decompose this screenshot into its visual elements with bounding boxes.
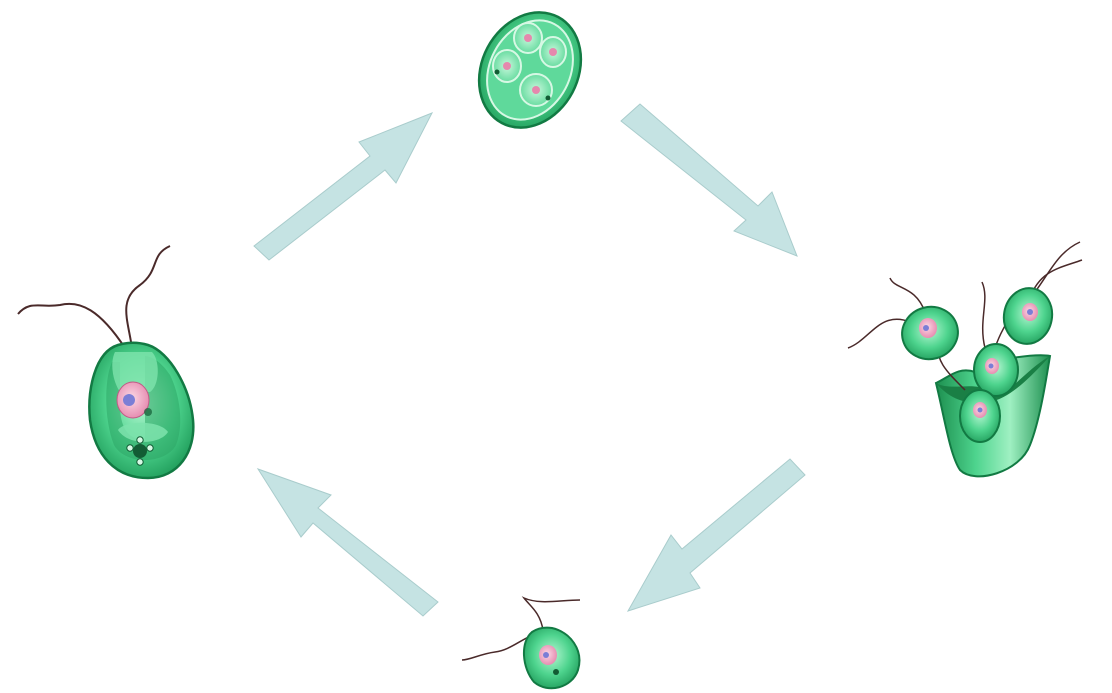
mature-cell-icon <box>17 245 195 480</box>
young-cell-icon <box>461 596 581 690</box>
arrow-down-right <box>620 103 798 257</box>
sporangium-icon <box>477 11 583 129</box>
arrow-down-left <box>626 458 806 612</box>
zoospore-release-icon <box>847 241 1083 478</box>
arrow-up-right <box>253 112 434 261</box>
arrow-up-left <box>256 468 439 617</box>
